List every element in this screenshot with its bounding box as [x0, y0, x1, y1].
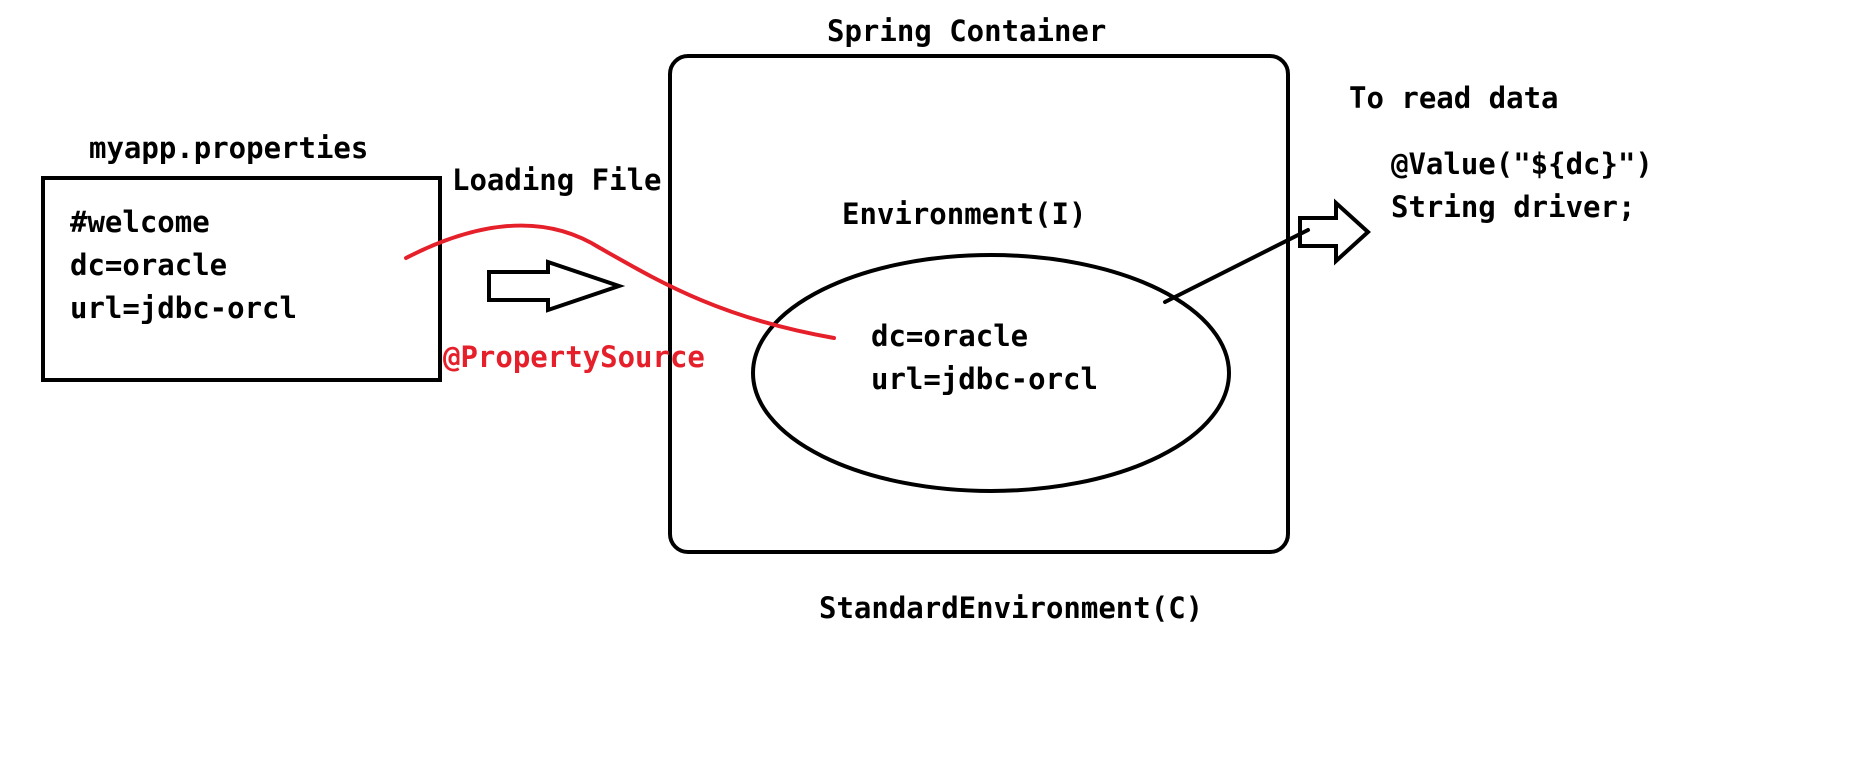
properties-file-box [41, 176, 442, 382]
to-read-data-title: To read data [1349, 81, 1559, 115]
environment-line-2: url=jdbc-orcl [871, 362, 1098, 396]
properties-line-2: dc=oracle [70, 248, 228, 282]
spring-container-title: Spring Container [827, 14, 1107, 48]
property-source-label: @PropertySource [443, 340, 705, 374]
spring-container-box [668, 54, 1290, 554]
string-driver-line: String driver; [1391, 190, 1636, 224]
environment-line-1: dc=oracle [871, 319, 1029, 353]
properties-file-title: myapp.properties [89, 131, 369, 165]
properties-line-1: #welcome [70, 205, 210, 239]
loading-file-label: Loading File [452, 163, 662, 197]
loading-arrow [487, 259, 626, 313]
properties-line-3: url=jdbc-orcl [70, 291, 297, 325]
environment-ellipse [751, 253, 1231, 493]
standard-environment-label: StandardEnvironment(C) [819, 591, 1204, 625]
property-source-curve [404, 223, 836, 340]
read-arrow [1298, 198, 1371, 266]
environment-label: Environment(I) [842, 197, 1087, 231]
value-annotation-line: @Value("${dc}") [1391, 147, 1653, 181]
environment-link-line [1163, 228, 1310, 304]
